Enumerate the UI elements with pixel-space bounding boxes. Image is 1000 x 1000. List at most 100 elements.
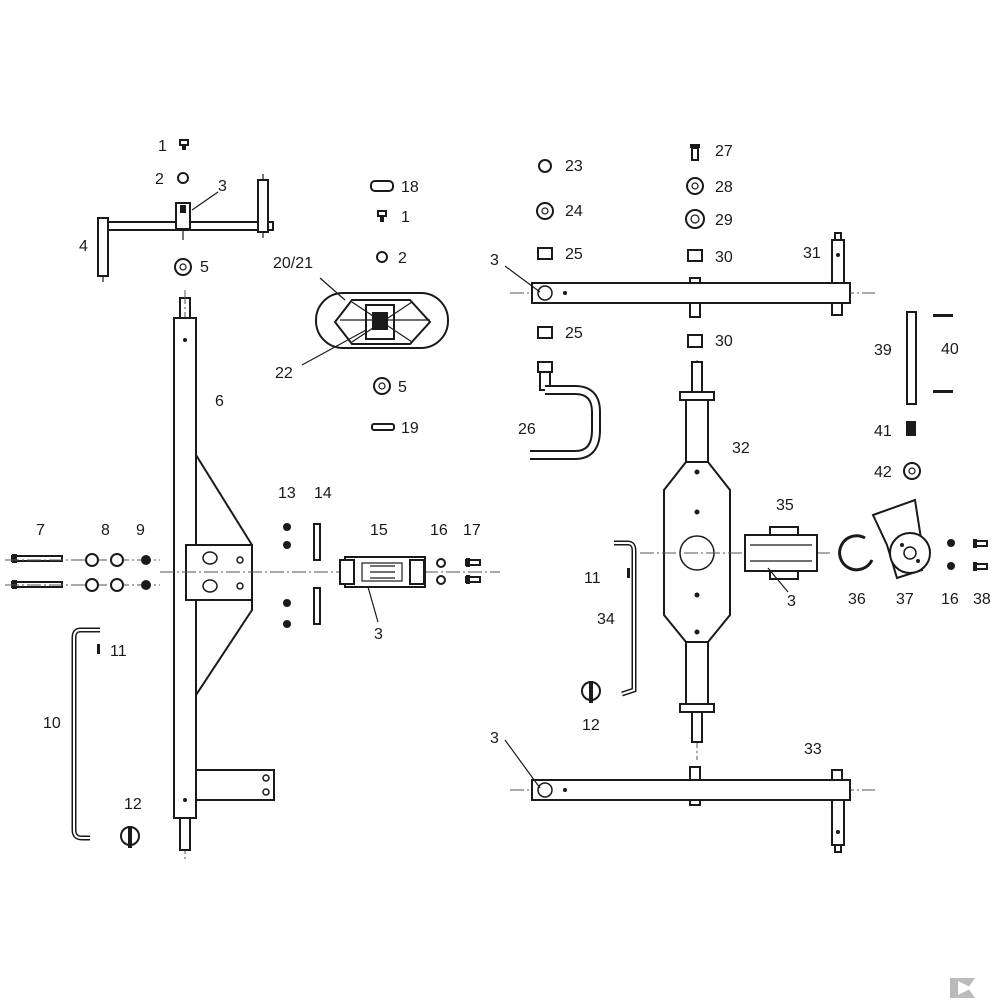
label-28: 28 <box>715 179 733 196</box>
label-11-left: 11 <box>110 643 127 660</box>
label-29: 29 <box>715 212 733 229</box>
part-tie-rod-4 <box>97 174 274 282</box>
label-13: 13 <box>278 485 296 502</box>
part-pin-11-right <box>627 568 630 578</box>
label-1-left: 1 <box>158 138 167 155</box>
label-41: 41 <box>874 423 892 440</box>
part-screw-1-mid <box>377 210 387 222</box>
part-hook-26 <box>530 361 601 460</box>
label-15: 15 <box>370 522 388 539</box>
part-screw-38 <box>973 539 988 571</box>
part-nut-28 <box>686 177 704 195</box>
label-11-right: 11 <box>584 570 601 587</box>
part-washer-29 <box>685 209 705 229</box>
label-3-top: 3 <box>218 178 227 195</box>
part-nut-16-right <box>947 539 955 570</box>
label-5-mid: 5 <box>398 379 407 396</box>
label-42: 42 <box>874 464 892 481</box>
label-31: 31 <box>803 245 821 262</box>
label-25-top: 25 <box>565 246 583 263</box>
label-34: 34 <box>597 611 615 628</box>
label-3-upper-arm: 3 <box>490 252 499 269</box>
part-nut-42 <box>903 462 921 480</box>
part-sleeve-35 <box>744 526 818 580</box>
label-2-left: 2 <box>155 171 164 188</box>
label-20-21: 20/21 <box>273 255 313 272</box>
part-nut-9 <box>141 555 151 590</box>
part-rod-34 <box>614 540 637 697</box>
part-nut-2-mid <box>376 251 388 263</box>
part-pin-40 <box>933 314 953 393</box>
label-9: 9 <box>136 522 145 539</box>
part-washer-8 <box>85 553 124 592</box>
part-bolt-27 <box>690 144 700 161</box>
part-lynch-pin-12-left <box>120 826 140 848</box>
part-nut-2-top <box>177 172 189 184</box>
label-4: 4 <box>79 238 88 255</box>
part-main-beam-6 <box>160 290 275 860</box>
label-37: 37 <box>896 591 914 608</box>
label-26: 26 <box>518 421 536 438</box>
label-30-top: 30 <box>715 249 733 266</box>
part-nut-5-left <box>174 258 192 276</box>
part-lower-arm-33 <box>510 766 875 853</box>
label-8: 8 <box>101 522 110 539</box>
label-17: 17 <box>463 522 481 539</box>
label-35: 35 <box>776 497 794 514</box>
label-40: 40 <box>941 341 959 358</box>
part-pin-11-left <box>97 644 100 654</box>
part-bracket-37 <box>871 498 931 580</box>
label-5-left: 5 <box>200 259 209 276</box>
part-nut-16-left <box>436 558 446 585</box>
label-36: 36 <box>848 591 866 608</box>
part-key-41 <box>906 421 916 436</box>
label-16-right: 16 <box>941 591 959 608</box>
label-38: 38 <box>973 591 991 608</box>
part-bearing-housing-20-21 <box>315 292 449 349</box>
label-30-bottom: 30 <box>715 333 733 350</box>
part-handle-10 <box>71 627 100 841</box>
label-6: 6 <box>215 393 224 410</box>
part-circlip-36 <box>838 534 874 572</box>
label-33: 33 <box>804 741 822 758</box>
label-12-left: 12 <box>124 796 142 813</box>
part-upper-arm-31 <box>510 232 875 318</box>
label-23: 23 <box>565 158 583 175</box>
label-25-bottom: 25 <box>565 325 583 342</box>
label-39: 39 <box>874 342 892 359</box>
label-19: 19 <box>401 420 419 437</box>
label-10: 10 <box>43 715 61 732</box>
label-14: 14 <box>314 485 332 502</box>
part-nut-13 <box>283 523 291 628</box>
label-3-coupling: 3 <box>374 626 383 643</box>
label-7: 7 <box>36 522 45 539</box>
label-16-left: 16 <box>430 522 448 539</box>
brand-logo <box>950 978 975 998</box>
label-12-right: 12 <box>582 717 600 734</box>
part-screw-1-top <box>179 139 189 150</box>
part-nut-5-mid <box>373 377 391 395</box>
label-2-mid: 2 <box>398 250 407 267</box>
label-1-mid: 1 <box>401 209 410 226</box>
part-nut-23 <box>538 159 552 173</box>
part-nut-24 <box>536 202 554 220</box>
label-22: 22 <box>275 365 293 382</box>
label-32: 32 <box>732 440 750 457</box>
label-3-sleeve: 3 <box>787 593 796 610</box>
label-3-lower-arm: 3 <box>490 730 499 747</box>
part-gearbox-32 <box>640 360 830 760</box>
part-bush-30-top <box>687 249 703 262</box>
part-bolt-14 <box>313 523 321 625</box>
part-plate-18 <box>370 180 394 192</box>
part-pin-19 <box>371 423 395 431</box>
part-coupling-15 <box>339 556 426 588</box>
part-lynch-pin-12-right <box>581 681 601 703</box>
part-shaft-39 <box>906 311 917 405</box>
part-bush-25-top <box>537 247 553 260</box>
label-27: 27 <box>715 143 733 160</box>
part-screw-17 <box>465 558 481 584</box>
part-bolt-7 <box>5 554 160 589</box>
part-bush-30-bottom <box>687 334 703 348</box>
label-24: 24 <box>565 203 583 220</box>
